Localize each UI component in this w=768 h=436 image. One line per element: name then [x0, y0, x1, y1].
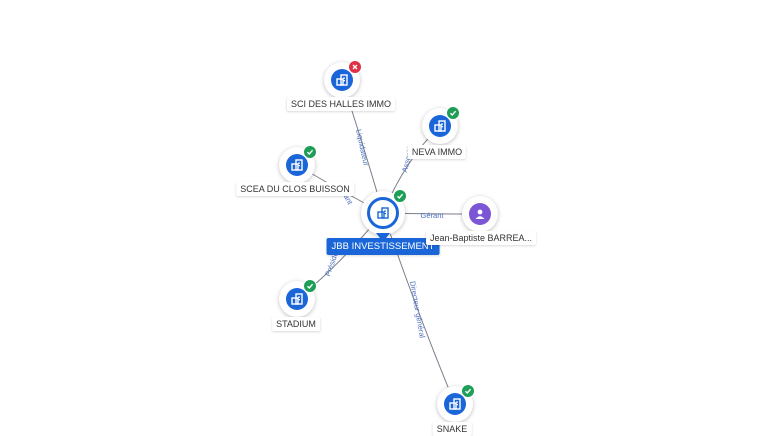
- edge-label-sci: Liquidateur: [354, 128, 371, 167]
- status-active-check-icon: [446, 106, 460, 120]
- status-closed-cross-icon: [348, 60, 362, 74]
- building-icon: [291, 293, 303, 305]
- status-active-check-icon: [393, 189, 407, 203]
- node-snake[interactable]: [437, 384, 475, 422]
- node-scea[interactable]: [279, 145, 317, 183]
- status-active-check-icon: [303, 145, 317, 159]
- building-icon: [449, 398, 461, 410]
- node-neva[interactable]: [422, 106, 460, 144]
- building-icon: [291, 159, 303, 171]
- node-jb[interactable]: [462, 196, 498, 232]
- node-label-sci[interactable]: SCI DES HALLES IMMO: [286, 97, 396, 111]
- user-icon: [474, 208, 486, 220]
- building-icon: [377, 207, 389, 219]
- node-label-scea[interactable]: SCEA DU CLOS BUISSON: [236, 182, 354, 196]
- status-active-check-icon: [461, 384, 475, 398]
- node-label-stadium[interactable]: STADIUM: [272, 317, 320, 331]
- node-stadium[interactable]: [279, 279, 317, 317]
- edge-label-snake: Directeur général: [408, 280, 427, 339]
- node-label-snake[interactable]: SNAKE: [432, 422, 472, 436]
- node-center[interactable]: [361, 189, 407, 235]
- node-sci[interactable]: [324, 60, 362, 98]
- node-label-center[interactable]: JBB INVESTISSEMENT: [326, 238, 440, 255]
- node-label-neva[interactable]: NEVA IMMO: [407, 145, 467, 159]
- edge-label-jb: Gérant: [421, 211, 445, 220]
- center-pin-icon: [376, 233, 390, 242]
- building-icon: [336, 74, 348, 86]
- node-label-jb[interactable]: Jean-Baptiste BARREA...: [425, 231, 537, 245]
- building-icon: [434, 120, 446, 132]
- status-active-check-icon: [303, 279, 317, 293]
